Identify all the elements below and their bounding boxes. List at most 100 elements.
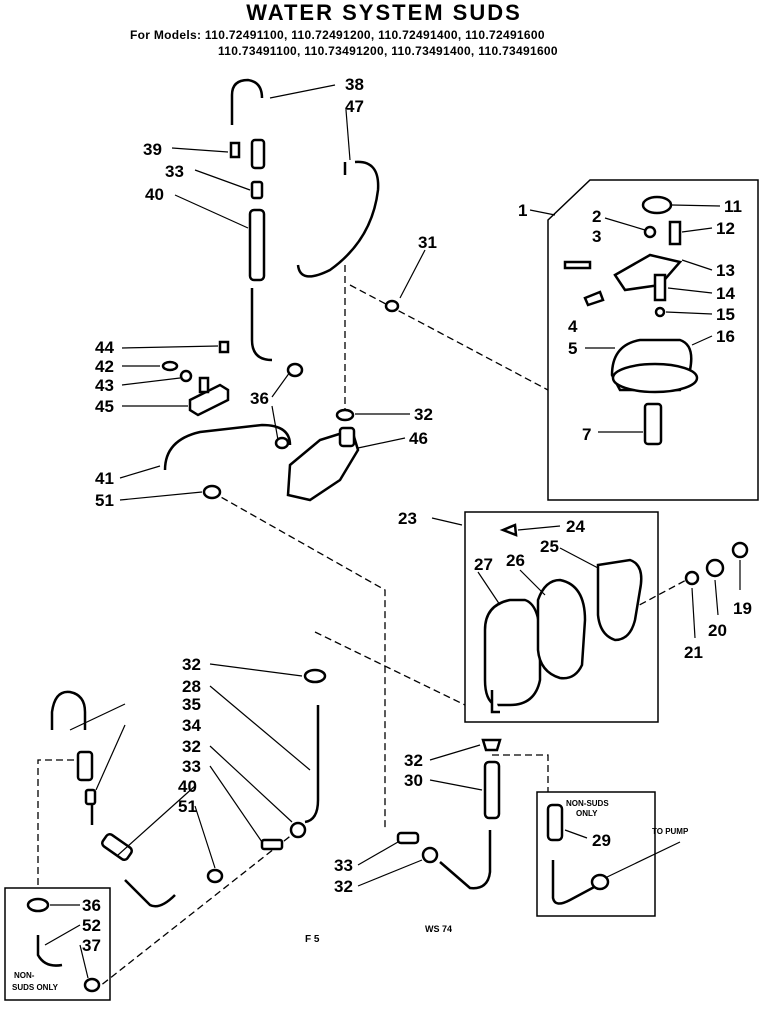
lead-to-pump — [604, 841, 681, 879]
note-non-suds-left-2: SUDS ONLY — [12, 983, 59, 992]
label-23: 23 — [398, 509, 417, 528]
washer-20 — [705, 558, 725, 578]
label-15: 15 — [716, 305, 735, 324]
note-non-suds-left-1: NON- — [14, 971, 35, 980]
label-40-b: 40 — [178, 777, 197, 796]
label-11: 11 — [724, 197, 742, 216]
connector-33-right — [396, 831, 420, 845]
pivot-2 — [643, 225, 657, 239]
connector-28-to-tank — [314, 631, 466, 706]
label-30: 30 — [404, 771, 423, 790]
tank-27 — [483, 598, 542, 707]
spring-12 — [668, 220, 682, 246]
connector-33-lower — [260, 838, 284, 851]
note-non-suds-right-2: ONLY — [576, 809, 598, 818]
hose-41 — [163, 423, 292, 471]
footer-drawing-ref: WS 74 — [425, 924, 452, 934]
label-7: 7 — [582, 425, 591, 444]
label-34: 34 — [182, 716, 201, 735]
label-46: 46 — [409, 429, 428, 448]
clamp-32-mid — [303, 668, 327, 684]
clamp-37 — [83, 977, 101, 993]
connector-34 — [84, 788, 97, 806]
seal-15 — [654, 306, 666, 318]
cap-11 — [641, 195, 673, 215]
label-12: 12 — [716, 219, 735, 238]
hose-elbow — [250, 288, 273, 362]
label-4: 4 — [568, 317, 578, 336]
label-45: 45 — [95, 397, 114, 416]
connector-51-to-33 — [211, 491, 386, 830]
label-3: 3 — [592, 227, 601, 246]
tank-outlet — [490, 690, 500, 714]
gasket-26 — [536, 578, 587, 680]
label-28: 28 — [182, 677, 201, 696]
bracket-45-tab — [198, 376, 210, 394]
non-suds-inset-left — [4, 887, 111, 1001]
label-20: 20 — [708, 621, 727, 640]
hose-38 — [230, 78, 264, 125]
label-32-c: 32 — [182, 737, 201, 756]
bracket-45 — [188, 383, 230, 417]
pin-3 — [563, 260, 592, 270]
clamp-32-lower-left — [289, 821, 307, 839]
label-26: 26 — [506, 551, 525, 570]
label-32-d: 32 — [404, 751, 423, 770]
clip-39 — [229, 141, 241, 159]
washer-21 — [684, 570, 700, 586]
leader-lines — [44, 84, 741, 979]
label-51: 51 — [95, 491, 114, 510]
label-51-b: 51 — [178, 797, 197, 816]
label-27: 27 — [474, 555, 493, 574]
washer-43 — [179, 369, 193, 383]
hose-bottom-u — [439, 830, 492, 890]
label-2: 2 — [592, 207, 601, 226]
label-35: 35 — [182, 695, 201, 714]
clamp-51-lower — [206, 868, 224, 884]
valve-base-16 — [611, 362, 699, 394]
label-31: 31 — [418, 233, 437, 252]
hose-40-segment — [101, 832, 133, 862]
label-24: 24 — [566, 517, 585, 536]
models-line-2: 110.73491100, 110.73491200, 110.73491400… — [218, 44, 558, 58]
label-36: 36 — [250, 389, 269, 408]
link-4 — [583, 290, 605, 307]
suds-tank-inset — [464, 511, 659, 723]
valve-body-46 — [286, 428, 360, 502]
clamp-36-inset — [26, 897, 50, 913]
label-5: 5 — [568, 339, 577, 358]
label-32: 32 — [414, 405, 433, 424]
label-33: 33 — [165, 162, 184, 181]
label-32-b: 32 — [182, 655, 201, 674]
clamp-51-upper — [202, 484, 222, 500]
label-13: 13 — [716, 261, 735, 280]
hose-40 — [248, 208, 266, 282]
label-36-b: 36 — [82, 896, 101, 915]
hose-30 — [483, 760, 501, 820]
label-21: 21 — [684, 643, 703, 662]
clamp-32-upper — [335, 408, 355, 422]
label-25: 25 — [540, 537, 559, 556]
connector-33 — [250, 180, 264, 200]
valve-assembly-inset — [547, 179, 759, 501]
label-33-b: 33 — [182, 757, 201, 776]
label-42: 42 — [95, 357, 114, 376]
label-40: 40 — [145, 185, 164, 204]
nut-19 — [731, 541, 749, 559]
lever-13 — [613, 253, 683, 292]
label-52: 52 — [82, 916, 101, 935]
models-line-1: For Models: 110.72491100, 110.72491200, … — [130, 28, 545, 42]
hose-29 — [546, 803, 564, 842]
cover-25 — [596, 558, 643, 642]
hose-section — [250, 138, 266, 170]
hose-35 — [50, 690, 87, 730]
connector-tank-to-30 — [492, 754, 549, 792]
filter-7 — [643, 402, 663, 446]
label-37: 37 — [82, 936, 101, 955]
label-43: 43 — [95, 376, 114, 395]
arm-14 — [653, 273, 667, 302]
label-44: 44 — [95, 338, 114, 357]
part-number-labels: 38 47 39 33 40 31 44 42 43 45 36 32 46 4… — [82, 75, 752, 955]
connector-tank-to-21 — [629, 577, 691, 611]
